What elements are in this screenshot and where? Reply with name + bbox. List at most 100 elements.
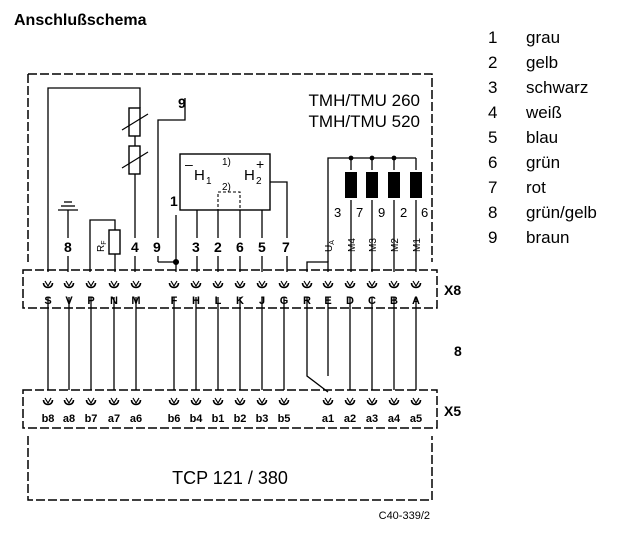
motor-label-2: 2 bbox=[400, 205, 407, 220]
legend-num: 6 bbox=[488, 153, 498, 172]
h2-sub: 2 bbox=[256, 176, 262, 187]
x5-pin: a8 bbox=[63, 413, 75, 425]
x5-pin: a2 bbox=[344, 413, 356, 425]
legend-num: 2 bbox=[488, 53, 498, 72]
winding-m2 bbox=[388, 172, 400, 198]
legend-num: 1 bbox=[488, 28, 498, 47]
legend-label: grün/gelb bbox=[526, 203, 597, 222]
x8-pin: E bbox=[324, 295, 331, 307]
ua-label: UA bbox=[324, 240, 336, 252]
wire-1-label: 1 bbox=[170, 193, 178, 209]
winding-m3 bbox=[366, 172, 378, 198]
wire-num-3: 3 bbox=[192, 239, 200, 255]
figure-id: C40-339/2 bbox=[379, 510, 430, 522]
h1-sub: 1 bbox=[206, 176, 212, 187]
wire-num-5: 5 bbox=[258, 239, 266, 255]
wire-9-label: 9 bbox=[178, 95, 186, 111]
x5-pin: a6 bbox=[130, 413, 142, 425]
x8-pin: P bbox=[87, 295, 94, 307]
legend-num: 7 bbox=[488, 178, 498, 197]
label-m1: M1 bbox=[412, 238, 423, 252]
x8-pin: L bbox=[215, 295, 222, 307]
module-top-line2: TMH/TMU 520 bbox=[309, 112, 420, 131]
diagram-title: Anschlußschema bbox=[14, 12, 147, 29]
legend-num: 9 bbox=[488, 228, 498, 247]
x5-pin: b3 bbox=[256, 413, 269, 425]
h1-label: H bbox=[194, 167, 205, 184]
legend-label: grau bbox=[526, 28, 561, 47]
x8-box bbox=[22, 269, 438, 309]
legend-label: grün bbox=[526, 153, 561, 172]
legend-label: rot bbox=[526, 178, 546, 197]
x8-pin: A bbox=[412, 295, 420, 307]
x8-pin: J bbox=[259, 295, 265, 307]
legend-label: blau bbox=[526, 128, 559, 147]
label-m2: M2 bbox=[390, 238, 401, 252]
label-m4: M4 bbox=[347, 238, 358, 252]
x5-pin: a5 bbox=[410, 413, 422, 425]
wire-num-6: 6 bbox=[236, 239, 244, 255]
x8-pin: H bbox=[192, 295, 200, 307]
x5-pin: b2 bbox=[234, 413, 247, 425]
legend-label: gelb bbox=[526, 53, 559, 72]
module-top-line1: TMH/TMU 260 bbox=[309, 91, 420, 110]
wire-num-4: 4 bbox=[131, 239, 139, 255]
legend-num: 4 bbox=[488, 103, 498, 122]
x5-pin: b6 bbox=[168, 413, 181, 425]
x5-pin: b7 bbox=[85, 413, 98, 425]
x8-pin: B bbox=[390, 295, 398, 307]
legend-label: weiß bbox=[526, 103, 562, 122]
module-top-frame bbox=[28, 73, 433, 262]
x5-pin: b8 bbox=[42, 413, 55, 425]
x5-pin: b1 bbox=[212, 413, 225, 425]
x5-terminals bbox=[42, 397, 422, 406]
legend-num: 8 bbox=[488, 203, 498, 222]
motor-label-7: 7 bbox=[356, 205, 363, 220]
module-bottom-frame bbox=[27, 436, 433, 501]
x8-pin: M bbox=[131, 295, 140, 307]
connector-x5-label: X5 bbox=[444, 403, 461, 419]
x8-pin: K bbox=[236, 295, 244, 307]
h-plus: + bbox=[256, 156, 264, 172]
note-2: 2) bbox=[222, 182, 231, 193]
wire-num-9: 9 bbox=[153, 239, 161, 255]
motor-label-9: 9 bbox=[378, 205, 385, 220]
cable-label: 8 bbox=[454, 343, 462, 359]
x5-pin: a4 bbox=[388, 413, 401, 425]
x8-pin: R bbox=[303, 295, 311, 307]
x5-pin: b5 bbox=[278, 413, 291, 425]
x8-pin: F bbox=[171, 295, 178, 307]
h2-label: H bbox=[244, 167, 255, 184]
x8-terminals bbox=[42, 280, 422, 289]
x8-pin: V bbox=[65, 295, 73, 307]
x5-pin: b4 bbox=[190, 413, 204, 425]
x5-box bbox=[22, 389, 438, 429]
connector-x8-label: X8 bbox=[444, 282, 461, 298]
winding-m4 bbox=[345, 172, 357, 198]
motor-label-6: 6 bbox=[421, 205, 428, 220]
x5-pin: a7 bbox=[108, 413, 120, 425]
winding-m1 bbox=[410, 172, 422, 198]
legend-num: 3 bbox=[488, 78, 498, 97]
x5-pin: a1 bbox=[322, 413, 334, 425]
rf-label: RF bbox=[96, 240, 108, 252]
legend-num: 5 bbox=[488, 128, 498, 147]
x8-pin: N bbox=[110, 295, 118, 307]
x5-pin: a3 bbox=[366, 413, 378, 425]
x8-pin: C bbox=[368, 295, 376, 307]
x8-pin: G bbox=[280, 295, 289, 307]
legend-label: braun bbox=[526, 228, 570, 247]
h-minus: – bbox=[185, 156, 193, 172]
wire-num-7: 7 bbox=[282, 239, 290, 255]
wire-num-8: 8 bbox=[64, 239, 72, 255]
x8-pin: S bbox=[44, 295, 51, 307]
dashed-inner-box bbox=[217, 191, 241, 211]
label-m3: M3 bbox=[368, 238, 379, 252]
wire-num-2: 2 bbox=[214, 239, 222, 255]
rf-resistor bbox=[108, 229, 121, 255]
note-1: 1) bbox=[222, 157, 231, 168]
x8-pin: D bbox=[346, 295, 354, 307]
module-bottom-label: TCP 121 / 380 bbox=[172, 468, 288, 488]
motor-label-3: 3 bbox=[334, 205, 341, 220]
